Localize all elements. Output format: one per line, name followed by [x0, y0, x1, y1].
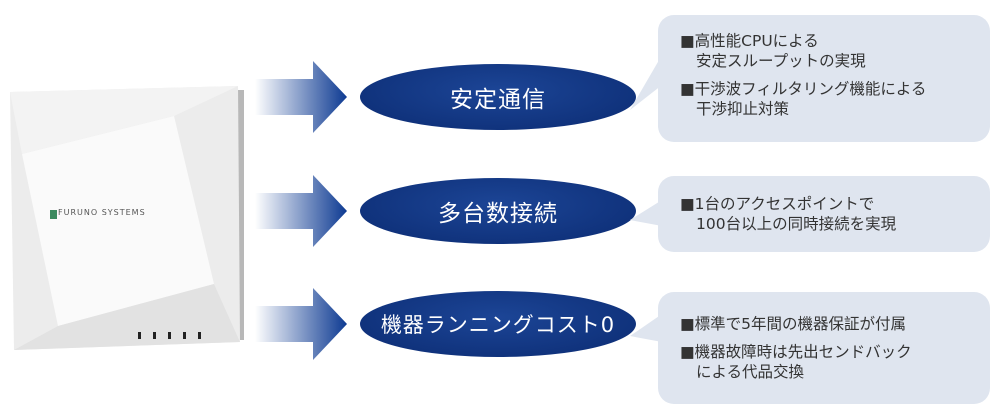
callout-tail [630, 200, 662, 226]
bullet-line: ■標準で5年間の機器保証が付属 [680, 315, 907, 333]
arrow-icon [255, 175, 347, 247]
bullet-line: ■機器故障時は先出センドバック [680, 343, 912, 361]
callout-cost: ■標準で5年間の機器保証が付属 ■機器故障時は先出センドバックによる代品交換 [630, 292, 990, 404]
access-point-image: FURUNO SYSTEMS [8, 80, 246, 352]
arrow-icon [255, 288, 347, 360]
bullet-item: ■標準で5年間の機器保証が付属 [680, 314, 990, 334]
bullet-line: 干渉抑止対策 [696, 100, 790, 118]
feature-title-cost: 機器ランニングコスト0 [360, 291, 636, 357]
callout-tail [630, 55, 662, 110]
bullet-line: 安定スループットの実現 [696, 52, 866, 70]
arrow-icon [255, 61, 347, 133]
bullet-line: ■1台のアクセスポイントで [680, 195, 875, 213]
bullet-line: ■干渉波フィルタリング機能による [680, 80, 927, 98]
bullet-line: 100台以上の同時接続を実現 [696, 215, 897, 233]
bullet-item: ■高性能CPUによる安定スループットの実現 [680, 31, 990, 71]
feature-title-stable: 安定通信 [360, 64, 636, 130]
callout-stable: ■高性能CPUによる安定スループットの実現 ■干渉波フィルタリング機能による干渉… [630, 15, 990, 142]
callout-multi: ■1台のアクセスポイントで 100台以上の同時接続を実現 [630, 176, 990, 252]
brand-logo-text: FURUNO SYSTEMS [58, 208, 146, 217]
bullet-line: による代品交換 [696, 363, 805, 381]
bullet-item: ■機器故障時は先出センドバックによる代品交換 [680, 342, 990, 382]
feature-title-multi: 多台数接続 [360, 178, 636, 244]
bullet-item: ■1台のアクセスポイントで 100台以上の同時接続を実現 [680, 194, 990, 234]
bullet-item: ■干渉波フィルタリング機能による干渉抑止対策 [680, 79, 990, 119]
callout-tail [630, 314, 662, 342]
bullet-line: ■高性能CPUによる [680, 32, 819, 50]
